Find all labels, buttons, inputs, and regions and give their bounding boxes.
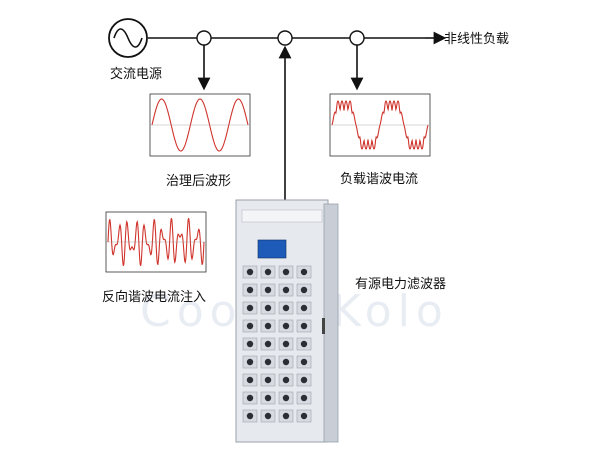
label-load-harmonic: 负载谐波电流 xyxy=(340,172,418,187)
node-after-treatment xyxy=(196,30,212,46)
plot-reverse-harmonic xyxy=(105,211,207,273)
label-nonlinear-load: 非线性负载 xyxy=(444,32,509,47)
cabinet-module-knob xyxy=(264,376,272,384)
cabinet-module-knob xyxy=(264,286,272,294)
cabinet-module-knob xyxy=(282,322,290,330)
cabinet-module-knob xyxy=(282,394,290,402)
cabinet-module-knob xyxy=(246,394,254,402)
plot-after-treatment xyxy=(149,93,251,157)
cabinet-module-knob xyxy=(264,394,272,402)
cabinet-module-knob xyxy=(282,412,290,420)
cabinet-module-knob xyxy=(300,322,308,330)
cabinet-module-knob xyxy=(282,376,290,384)
label-ac-source: 交流电源 xyxy=(110,66,162,82)
cabinet-module-knob xyxy=(282,304,290,312)
cabinet-module-knob xyxy=(246,268,254,276)
cabinet-module-knob xyxy=(264,322,272,330)
cabinet-module-knob xyxy=(300,394,308,402)
cabinet-module-knob xyxy=(282,358,290,366)
cabinet-module-knob xyxy=(246,340,254,348)
cabinet-modules xyxy=(242,265,312,423)
cabinet-module-knob xyxy=(300,358,308,366)
cabinet-module-knob xyxy=(264,358,272,366)
cabinet-module-knob xyxy=(300,304,308,312)
plot-load-harmonic xyxy=(329,93,431,157)
label-apf: 有源电力滤波器 xyxy=(355,277,446,292)
cabinet-screen xyxy=(257,239,287,259)
cabinet-module-knob xyxy=(264,412,272,420)
cabinet-module-knob xyxy=(282,268,290,276)
cabinet-module-knob xyxy=(246,304,254,312)
cabinet-module-knob xyxy=(282,286,290,294)
node-injection xyxy=(277,30,293,46)
node-load xyxy=(349,30,365,46)
cabinet-module-knob xyxy=(246,376,254,384)
cabinet-module-knob xyxy=(282,340,290,348)
cabinet-module-knob xyxy=(300,412,308,420)
label-reverse-harmonic: 反向谐波电流注入 xyxy=(102,289,206,305)
sine-wave-icon xyxy=(108,18,148,58)
cabinet-module-knob xyxy=(264,304,272,312)
cabinet-module-knob xyxy=(300,376,308,384)
cabinet-module-knob xyxy=(246,322,254,330)
cabinet-module-knob xyxy=(300,340,308,348)
cabinet-module-knob xyxy=(246,286,254,294)
cabinet-module-knob xyxy=(300,268,308,276)
cabinet-module-knob xyxy=(300,286,308,294)
cabinet-module-knob xyxy=(246,412,254,420)
label-after-treatment: 治理后波形 xyxy=(166,174,231,189)
cabinet-module-knob xyxy=(246,358,254,366)
apf-cabinet xyxy=(235,199,339,443)
cabinet-module-knob xyxy=(264,340,272,348)
cabinet-module-knob xyxy=(264,268,272,276)
